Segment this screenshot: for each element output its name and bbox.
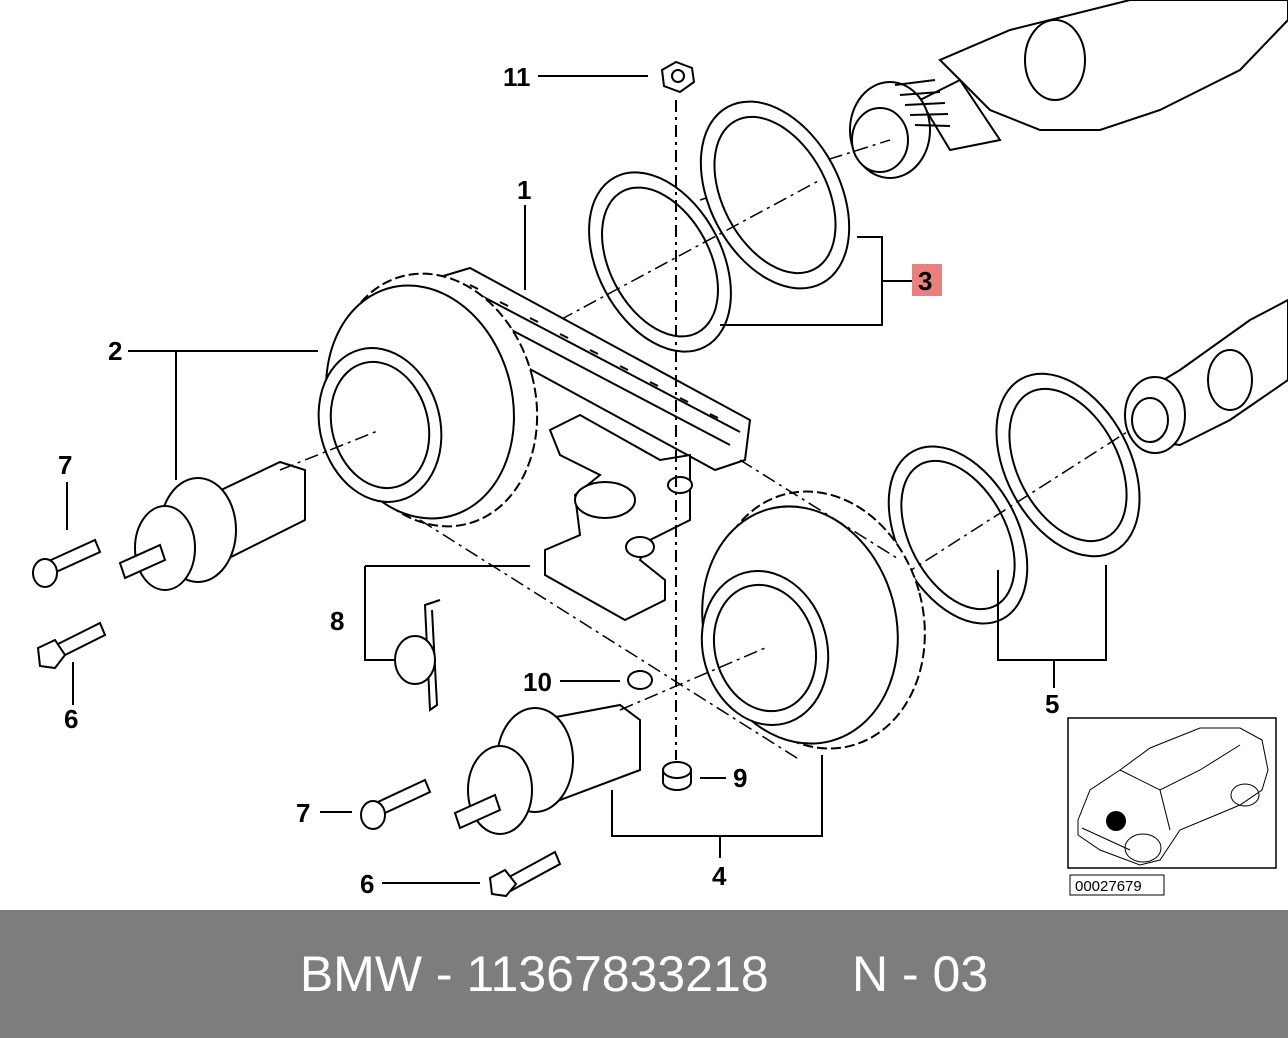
footer-part-number: 11367833218	[466, 946, 769, 1002]
callout-9: 9	[733, 763, 747, 793]
car-outline-icon	[1077, 727, 1269, 866]
bushing	[662, 761, 692, 791]
footer-code: 03	[932, 946, 989, 1002]
highlight-callout-3	[912, 264, 942, 296]
callout-10: 10	[523, 667, 552, 697]
callout-7-right: 7	[296, 798, 310, 828]
upper-camshaft	[699, 0, 1288, 201]
spring-clip	[394, 599, 441, 712]
callout-6-right: 6	[360, 869, 374, 899]
location-marker	[1106, 811, 1126, 831]
right-splined-hub	[453, 647, 766, 835]
footer-bar: BMW - 11367833218 N - 03	[0, 910, 1288, 1038]
lower-camshaft	[1124, 298, 1288, 454]
callout-7-left: 7	[58, 450, 72, 480]
upper-shims	[559, 100, 851, 353]
inset-ref-number: 00027679	[1075, 878, 1142, 895]
footer-code-separator: N -	[768, 946, 933, 1002]
left-sprocket	[317, 272, 539, 528]
callout-4: 4	[712, 861, 727, 891]
hex-bolt-left	[36, 621, 107, 670]
right-sprocket	[700, 490, 926, 750]
hex-nut	[660, 60, 696, 94]
socket-bolt-right	[360, 778, 432, 830]
vehicle-location-inset: 00027679	[1067, 717, 1277, 896]
hex-bolt-right	[488, 850, 562, 898]
bushing-small	[627, 670, 653, 690]
leader-lines	[66, 75, 1107, 884]
callout-8: 8	[330, 606, 344, 636]
footer-separator: -	[422, 946, 467, 1002]
chain-tensioner	[544, 100, 693, 760]
callout-11: 11	[503, 62, 531, 92]
socket-bolt-left	[32, 538, 102, 588]
callout-3: 3	[918, 266, 932, 296]
callout-5: 5	[1045, 689, 1059, 719]
callout-1: 1	[517, 175, 531, 205]
lower-shims	[879, 372, 1141, 625]
callout-6-left: 6	[64, 704, 78, 734]
footer-brand: BMW	[299, 946, 423, 1002]
exploded-parts-diagram: 11 1 2 3 7 8 10 6 5 9 7 4 6 00027679	[32, 0, 1288, 899]
callout-2: 2	[108, 336, 122, 366]
left-splined-hub	[118, 429, 381, 591]
